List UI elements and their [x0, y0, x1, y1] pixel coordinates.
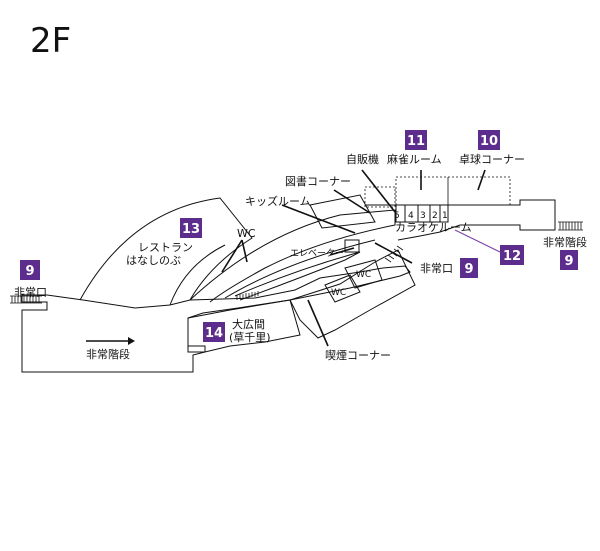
pingpong-leader	[477, 169, 486, 191]
label-smoking: 喫煙コーナー	[325, 349, 391, 362]
label-wc-center2: WC	[331, 288, 346, 298]
vending-leader	[361, 169, 396, 213]
stairs-right	[558, 221, 583, 231]
wc-restaurant-leader-2	[241, 239, 248, 263]
central-inner-curve	[224, 239, 376, 299]
left-wing-outline	[21, 265, 411, 373]
room-5: 5	[394, 211, 400, 221]
svg-text:14: 14	[205, 326, 223, 341]
label-karaoke: カラオケルーム	[395, 221, 472, 234]
svg-text:13: 13	[182, 222, 200, 237]
kids-room-outline	[309, 194, 376, 229]
svg-text:10: 10	[480, 134, 498, 149]
restaurant-outline	[79, 197, 253, 301]
label-exit-left: 非常口	[14, 286, 47, 299]
badge-mahjong: 11	[405, 130, 427, 150]
svg-text:11: 11	[407, 134, 425, 149]
svg-text:12: 12	[503, 249, 521, 264]
svg-text:9: 9	[25, 264, 34, 279]
badge-pingpong: 10	[478, 130, 500, 150]
room-4: 4	[408, 211, 414, 221]
wc-center-block	[324, 274, 361, 303]
badge-restaurant: 13	[180, 218, 202, 238]
wc-restaurant-leader-1	[221, 239, 243, 273]
stairs-corridor	[236, 291, 259, 300]
pingpong-dotted	[447, 176, 511, 206]
svg-text:9: 9	[564, 254, 573, 269]
label-stairs-right: 非常階段	[543, 235, 587, 249]
leader-lines	[86, 169, 486, 347]
room-1: 1	[442, 211, 448, 221]
badge-exit-center: 9	[460, 258, 478, 278]
label-restaurant-line1: レストラン	[138, 241, 193, 254]
label-hall-line1: 大広間	[232, 317, 265, 331]
central-inner-curve2	[234, 251, 361, 301]
central-corridor-outline	[189, 209, 396, 303]
right-wing-outline	[365, 199, 556, 241]
room-2: 2	[432, 211, 438, 221]
label-exit-center: 非常口	[420, 262, 453, 275]
stairs	[10, 221, 583, 304]
badge-stairs-right: 9	[560, 250, 578, 270]
label-stairs-left: 非常階段	[86, 347, 130, 361]
dotted-rooms	[364, 176, 511, 208]
mahjong-dotted	[395, 176, 449, 206]
label-mahjong: 麻雀ルーム	[387, 152, 442, 166]
badge-exit-left: 9	[20, 260, 40, 280]
elevator-leader	[329, 247, 355, 256]
restaurant-inner-arc	[169, 244, 226, 306]
label-wc-restaurant: WC	[237, 227, 256, 240]
label-elevator: エレベーター	[290, 248, 344, 259]
building-outline	[21, 194, 556, 373]
label-vending: 自販機	[346, 152, 379, 166]
elevator-box	[344, 239, 360, 253]
center-lower-outline	[289, 249, 416, 339]
room-3: 3	[420, 211, 426, 221]
label-library: 図書コーナー	[285, 174, 351, 188]
label-hall-line2: (草千里)	[229, 331, 271, 344]
label-wc-center1: WC	[356, 270, 371, 280]
wc-center-block2	[344, 259, 383, 289]
label-restaurant-line2: はなしのぶ	[126, 254, 181, 267]
kids-leader	[281, 204, 356, 234]
vending-dotted	[364, 186, 396, 208]
label-pingpong: 卓球コーナー	[459, 152, 525, 166]
karaoke-leader	[454, 229, 501, 253]
floor-title: 2F	[30, 21, 71, 61]
library-leader	[333, 189, 371, 214]
badge-karaoke: 12	[500, 245, 524, 265]
smoking-leader	[307, 299, 329, 347]
stairs-center	[384, 245, 404, 263]
stairs-left	[10, 295, 42, 304]
label-kids: キッズルーム	[245, 194, 311, 208]
stairs-arrow-icon	[128, 337, 135, 345]
svg-text:9: 9	[464, 262, 473, 277]
exit-center-leader	[374, 242, 413, 264]
badge-hall: 14	[203, 322, 225, 342]
hall-outline	[187, 299, 301, 353]
